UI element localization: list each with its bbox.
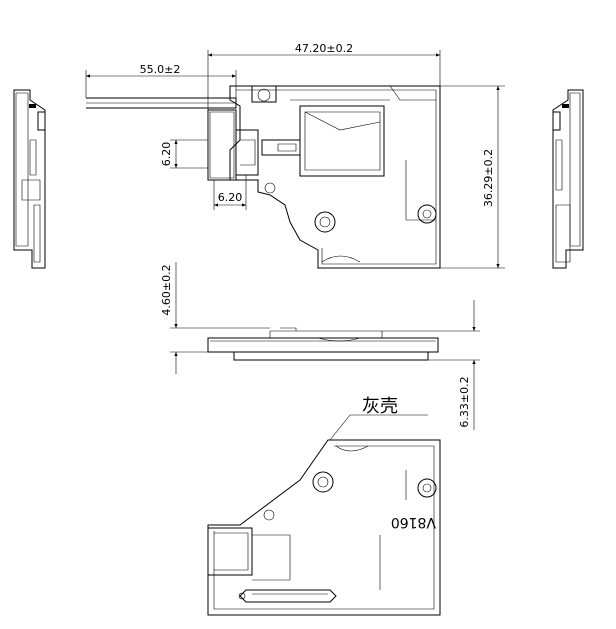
shell-note-leader: 灰壳 <box>329 396 428 441</box>
dim-thickness-body: 4.60±0.2 <box>160 262 270 374</box>
dim-thickness-total: 6.33±0.2 <box>382 300 480 430</box>
dim-connector-width: 6.20 <box>213 175 247 210</box>
dim-lead-length: 55.0±2 <box>85 63 237 98</box>
bottom-view <box>207 439 441 616</box>
shell-note-label: 灰壳 <box>362 396 398 417</box>
edge-view <box>207 327 439 361</box>
dim-thickness-body-label: 4.60±0.2 <box>160 264 173 315</box>
dim-height-overall-label: 36.29±0.2 <box>482 149 495 207</box>
right-side-view <box>552 89 584 269</box>
dim-width-overall-label: 47.20±0.2 <box>295 42 353 55</box>
dim-connector-height-label: 6.20 <box>160 142 173 167</box>
dim-lead-length-label: 55.0±2 <box>140 63 181 76</box>
dim-connector-height: 6.20 <box>160 139 208 169</box>
dim-width-overall: 47.20±0.2 <box>207 42 441 110</box>
top-view <box>86 85 441 269</box>
dim-thickness-total-label: 6.33±0.2 <box>458 376 471 427</box>
left-side-view <box>13 89 46 269</box>
engraving-label: V8160 <box>391 514 436 530</box>
dim-height-overall: 36.29±0.2 <box>440 85 505 269</box>
dim-connector-width-label: 6.20 <box>218 191 243 204</box>
